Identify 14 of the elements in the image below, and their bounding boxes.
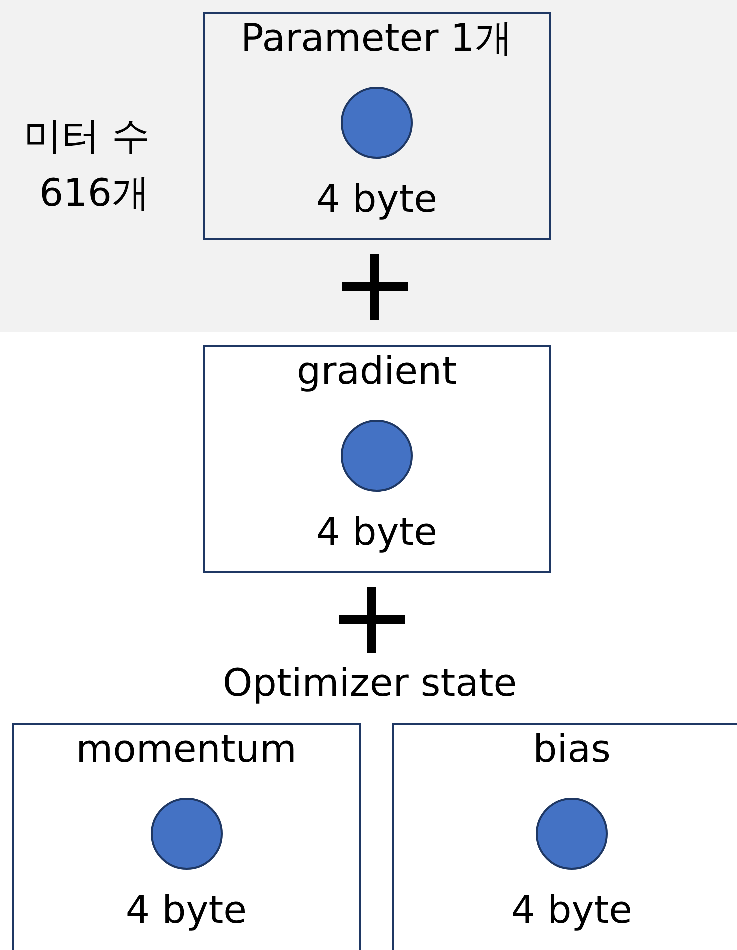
size-label: 4 byte <box>315 179 439 221</box>
box-title: momentum <box>75 729 298 771</box>
memory-box <box>203 12 551 240</box>
box-title: bias <box>532 729 612 771</box>
memory-box <box>12 723 361 950</box>
memory-box <box>203 345 551 573</box>
parameter-count-label: 미터 수 616개 <box>22 113 150 217</box>
size-label: 4 byte <box>124 890 248 932</box>
memory-box <box>392 723 737 950</box>
box-title: Parameter 1개 <box>240 18 514 60</box>
size-label: 4 byte <box>315 512 439 554</box>
size-label: 4 byte <box>510 890 634 932</box>
section-label: Optimizer state <box>222 660 518 707</box>
box-title: gradient <box>296 351 458 393</box>
